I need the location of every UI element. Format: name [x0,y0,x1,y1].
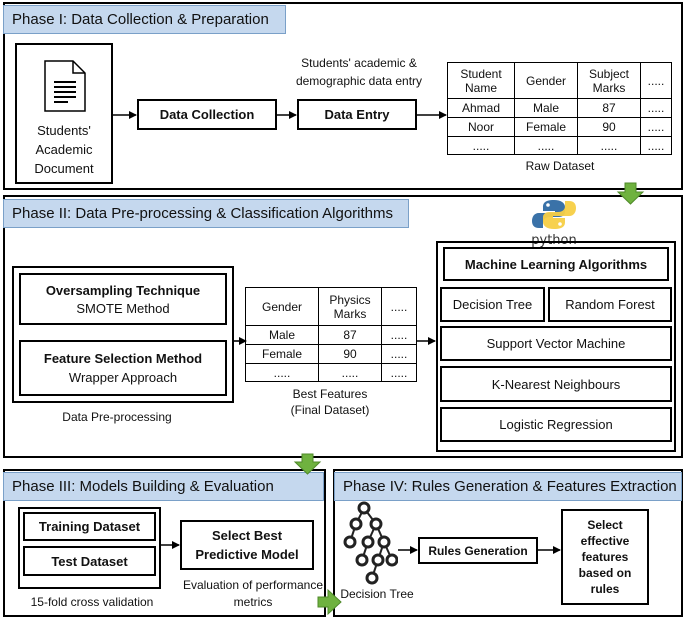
raw-cell: ..... [514,136,578,155]
raw-cell: 87 [577,98,641,118]
raw-header-cell: Gender [514,62,578,99]
raw-cell: ..... [640,136,672,155]
datasets-box [18,507,161,589]
rules-generation-box: Rules Generation [418,537,538,564]
best-header-cell: Gender [245,287,319,326]
decision-tree-caption: Decision Tree [340,587,414,601]
training-dataset-box: Training Dataset [23,512,156,541]
phase1-title: Phase I: Data Collection & Preparation [3,5,286,34]
test-dataset-box: Test Dataset [23,546,156,576]
decision-tree-icon [342,500,399,591]
python-logo-text: python [531,233,577,248]
best-cell: ..... [381,325,417,345]
doc-label: Students' Academic Document [34,123,94,176]
best-cell: ..... [381,363,417,382]
evaluation-caption: Evaluation of performance metrics [182,578,324,609]
algo-svm: Support Vector Machine [440,326,672,361]
algo-knn: K-Nearest Neighbours [440,366,672,402]
feature-selection-box: Feature Selection Method Wrapper Approac… [19,340,227,396]
preprocessing-box [12,266,234,403]
raw-cell: Ahmad [447,98,515,118]
data-collection-box: Data Collection [137,99,277,130]
feature-selection-method: Wrapper Approach [68,370,178,385]
raw-cell: ..... [577,136,641,155]
raw-header-cell: ..... [640,62,672,99]
best-header-cell: Physics Marks [318,287,382,326]
algo-random-forest: Random Forest [548,287,672,322]
oversampling-title: Oversampling Technique [45,282,201,298]
cv-caption: 15-fold cross validation [30,595,154,609]
best-cell: 87 [318,325,382,345]
phase4-title: Phase IV: Rules Generation & Features Ex… [334,472,682,501]
raw-cell: Male [514,98,578,118]
raw-cell: ..... [640,117,672,137]
python-logo-icon [532,200,576,229]
preprocessing-caption: Data Pre-processing [62,410,172,424]
entry-caption: Students' academic & demographic data en… [295,56,423,88]
best-header-cell: ..... [381,287,417,326]
best-cell: ..... [381,344,417,364]
document-icon [44,60,86,117]
raw-header-cell: Student Name [447,62,515,99]
raw-cell: ..... [640,98,672,118]
feature-selection-title: Feature Selection Method [43,351,203,366]
best-cell: ..... [318,363,382,382]
raw-cell: Female [514,117,578,137]
raw-header-cell: Subject Marks [577,62,641,99]
oversampling-method: SMOTE Method [76,300,170,316]
python-logo: python [524,198,584,248]
best-cell: 90 [318,344,382,364]
ml-algorithms-title: Machine Learning Algorithms [443,247,669,281]
raw-dataset-caption: Raw Dataset [525,159,595,173]
algo-logistic-regression: Logistic Regression [440,407,672,442]
data-entry-box: Data Entry [297,99,417,130]
best-cell: Female [245,344,319,364]
best-cell: ..... [245,363,319,382]
oversampling-box: Oversampling Technique SMOTE Method [19,273,227,325]
select-features-box: Select effective features based on rules [561,509,649,605]
document-box [15,43,113,184]
select-best-model-box: Select Best Predictive Model [180,520,314,570]
best-cell: Male [245,325,319,345]
phase2-title: Phase II: Data Pre-processing & Classifi… [3,199,409,228]
raw-cell: 90 [577,117,641,137]
best-features-table: Gender Physics Marks ..... Male 87 .....… [245,287,417,382]
ml-algorithms-box [436,241,676,452]
best-features-caption: Best Features (Final Dataset) [290,387,370,417]
algo-decision-tree: Decision Tree [440,287,545,322]
phase3-title: Phase III: Models Building & Evaluation [3,472,324,501]
raw-cell: Noor [447,117,515,137]
raw-cell: ..... [447,136,515,155]
raw-dataset-table: Student Name Gender Subject Marks ..... … [447,62,672,155]
